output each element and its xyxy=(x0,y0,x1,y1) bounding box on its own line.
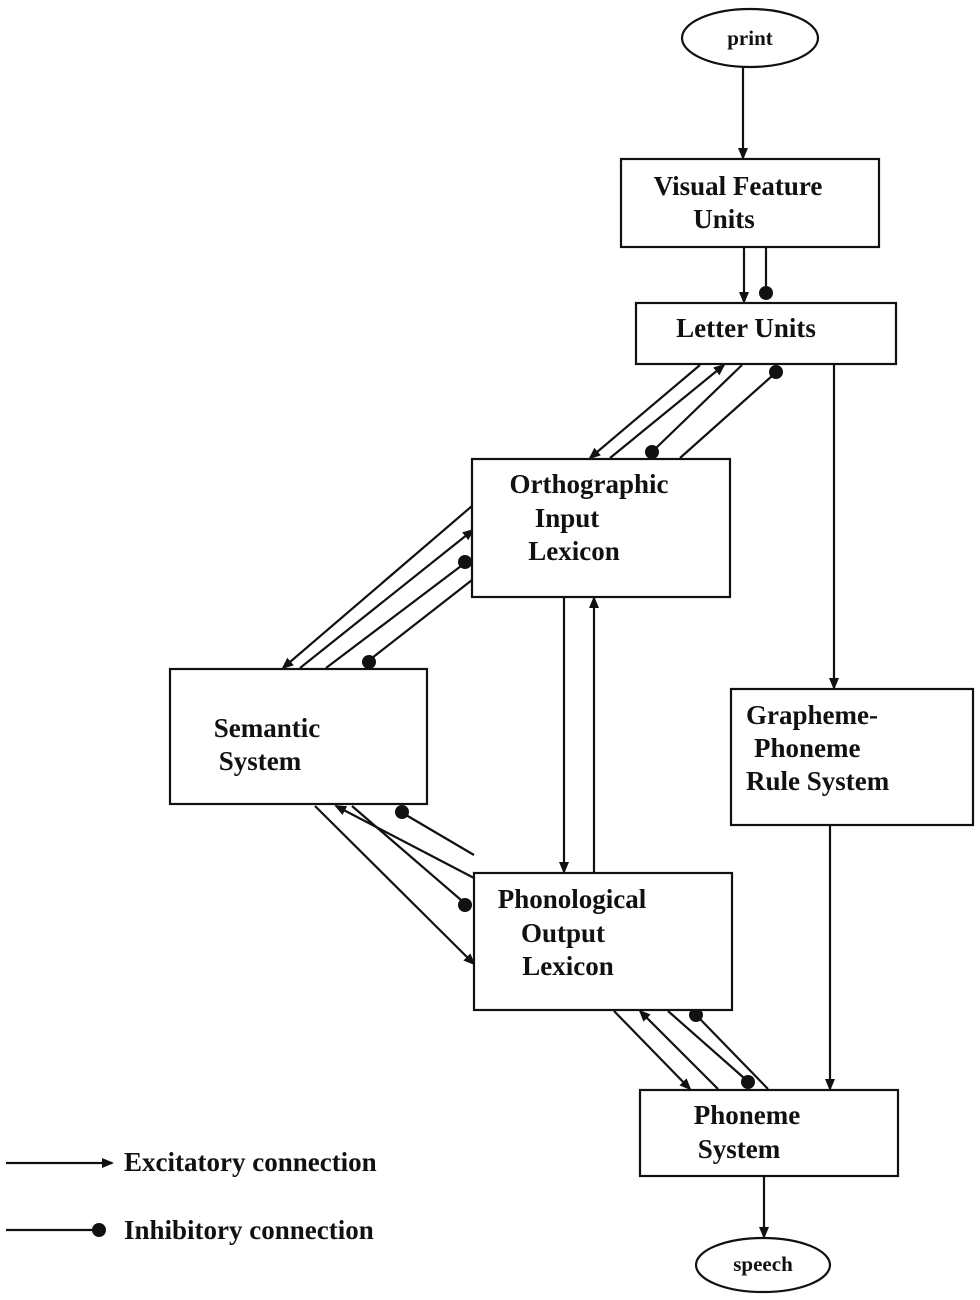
phonological-output-lexicon-box xyxy=(472,871,734,1012)
legend: Excitatory connection Inhibitory connect… xyxy=(6,1147,377,1245)
grapheme-phoneme-rule-system-box xyxy=(729,687,975,827)
inhibitory-dot-phonological-to-semantic xyxy=(395,805,409,819)
excitatory-semantic-to-orthographic xyxy=(299,528,475,669)
excitatory-phonological-to-semantic xyxy=(334,805,475,879)
node-speech: speech xyxy=(694,1236,832,1294)
semantic-system-box xyxy=(168,667,429,806)
inhibitory-dot-orthographic-to-letter xyxy=(769,365,783,379)
visual-feature-units-line-1: Visual Feature xyxy=(654,171,823,201)
excitatory-orthographic-to-semantic xyxy=(281,505,473,670)
inhibitory-dot-visual-to-letter xyxy=(759,286,773,300)
visual-feature-units-box xyxy=(619,157,881,249)
orthographic-input-lexicon-line-1: Orthographic xyxy=(510,469,669,499)
inhibitory-semantic-to-phonological xyxy=(351,805,462,901)
inhibitory-phonological-to-semantic xyxy=(405,814,475,856)
node-grapheme-phoneme-rule-system: Grapheme- Phoneme Rule System xyxy=(729,687,975,827)
inhibitory-dot-semantic-to-orthographic xyxy=(458,555,472,569)
grapheme-phoneme-line-3: Rule System xyxy=(746,766,890,796)
inhibitory-semantic-to-orthographic xyxy=(325,565,462,669)
excitatory-phoneme-to-phonological xyxy=(638,1009,719,1090)
phoneme-system-line-1: Phoneme xyxy=(694,1100,801,1130)
excitatory-semantic-to-phonological xyxy=(314,805,476,966)
phoneme-system-line-2: System xyxy=(698,1134,781,1164)
visual-feature-units-line-2: Units xyxy=(693,204,755,234)
phonological-output-lexicon-line-1: Phonological xyxy=(498,884,647,914)
speech-ellipse xyxy=(694,1236,832,1294)
grapheme-phoneme-line-1: Grapheme- xyxy=(746,700,878,730)
letter-units-label: Letter Units xyxy=(676,313,816,343)
inhibitory-dot-semantic-to-phonological xyxy=(458,898,472,912)
orthographic-input-lexicon-line-3: Lexicon xyxy=(528,536,620,566)
node-orthographic-input-lexicon: Orthographic Input Lexicon xyxy=(470,457,732,599)
semantic-system-line-2: System xyxy=(219,746,302,776)
inhibitory-dot-phoneme-to-phonological xyxy=(689,1008,703,1022)
node-phonological-output-lexicon: Phonological Output Lexicon xyxy=(472,871,734,1012)
node-letter-units: Letter Units xyxy=(634,301,898,366)
inhibitory-phoneme-to-phonological xyxy=(699,1018,769,1090)
legend-inhibitory-dot xyxy=(92,1223,106,1237)
inhibitory-dot-orthographic-to-semantic xyxy=(362,655,376,669)
legend-excitatory-label: Excitatory connection xyxy=(124,1147,377,1177)
orthographic-input-lexicon-line-2: Input xyxy=(535,503,600,533)
inhibitory-orthographic-to-letter xyxy=(679,375,773,459)
excitatory-orthographic-to-letter xyxy=(609,363,726,459)
node-visual-feature-units: Visual Feature Units xyxy=(619,157,881,249)
phonological-output-lexicon-line-2: Output xyxy=(521,918,605,948)
node-print: print xyxy=(680,7,820,69)
inhibitory-letter-to-orthographic xyxy=(654,364,743,450)
excitatory-phonological-to-phoneme xyxy=(613,1010,692,1091)
legend-inhibitory-label: Inhibitory connection xyxy=(124,1215,374,1245)
excitatory-letter-to-orthographic xyxy=(588,364,701,460)
inhibitory-phonological-to-phoneme xyxy=(667,1010,745,1079)
inhibitory-dot-letter-to-orthographic xyxy=(645,445,659,459)
node-semantic-system: Semantic System xyxy=(168,667,429,806)
inhibitory-dot-phonological-to-phoneme xyxy=(741,1075,755,1089)
orthographic-input-lexicon-box xyxy=(470,457,732,599)
connections xyxy=(281,68,839,1239)
inhibitory-orthographic-to-semantic xyxy=(371,579,473,659)
semantic-system-line-1: Semantic xyxy=(214,713,321,743)
node-phoneme-system: Phoneme System xyxy=(638,1088,900,1178)
letter-units-box xyxy=(634,301,898,366)
print-label: print xyxy=(727,26,773,50)
phoneme-system-box xyxy=(638,1088,900,1178)
phonological-output-lexicon-line-3: Lexicon xyxy=(522,951,614,981)
grapheme-phoneme-line-2: Phoneme xyxy=(754,733,861,763)
speech-label: speech xyxy=(733,1252,793,1276)
print-ellipse xyxy=(680,7,820,69)
